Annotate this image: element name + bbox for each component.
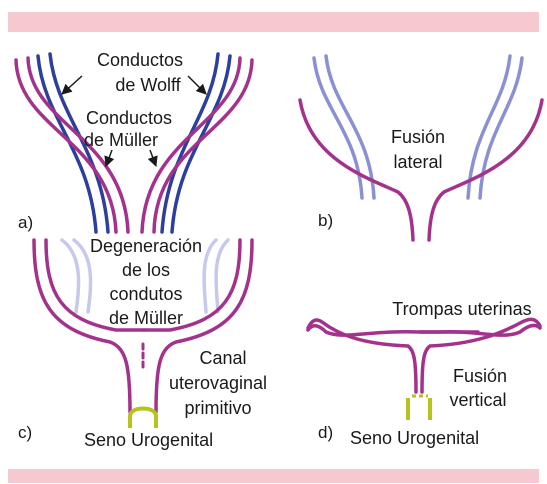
urogenital-sinus-label-c: Seno Urogenital — [84, 430, 213, 450]
panel-c-letter: c) — [18, 423, 32, 442]
panel-b-letter: b) — [318, 211, 333, 230]
degeneration-label-line4: de Müller — [109, 308, 183, 328]
panel-a: Conductos de Wolff Conductos de Müller a… — [16, 50, 252, 232]
degeneration-label-line1: Degeneración — [90, 236, 202, 256]
vertical-fusion-label-line2: vertical — [449, 390, 506, 410]
canal-label-line2: uterovaginal — [169, 373, 267, 393]
lateral-fusion-label-line2: lateral — [393, 152, 442, 172]
panel-a-letter: a) — [18, 213, 33, 232]
mullerian-ducts-label-line1: Conductos — [86, 108, 172, 128]
lateral-fusion-label-line1: Fusión — [391, 127, 445, 147]
degeneration-label-line2: de los — [122, 260, 170, 280]
urogenital-sinus-c — [130, 409, 156, 429]
urogenital-sinus-label-d: Seno Urogenital — [350, 428, 479, 448]
vertical-fusion-label-line1: Fusión — [453, 366, 507, 386]
uterine-tubes-label: Trompas uterinas — [392, 299, 531, 319]
wolffian-ducts-label-line2: de Wolff — [115, 75, 181, 95]
panel-d-letter: d) — [318, 423, 333, 442]
panel-b: Fusión lateral b) — [300, 56, 542, 240]
mullerian-ducts-label-line2: de Müller — [84, 130, 158, 150]
canal-label-line1: Canal — [199, 348, 246, 368]
wolffian-ducts-label-line1: Conductos — [97, 50, 183, 70]
urogenital-sinus-d — [408, 398, 430, 420]
canal-label-line3: primitivo — [184, 398, 251, 418]
degeneration-label-line3: condutos — [109, 284, 182, 304]
panel-c: Degeneración de los condutos de Müller C… — [18, 236, 267, 450]
panel-d: Trompas uterinas Fusión vertical Seno Ur… — [308, 299, 540, 448]
